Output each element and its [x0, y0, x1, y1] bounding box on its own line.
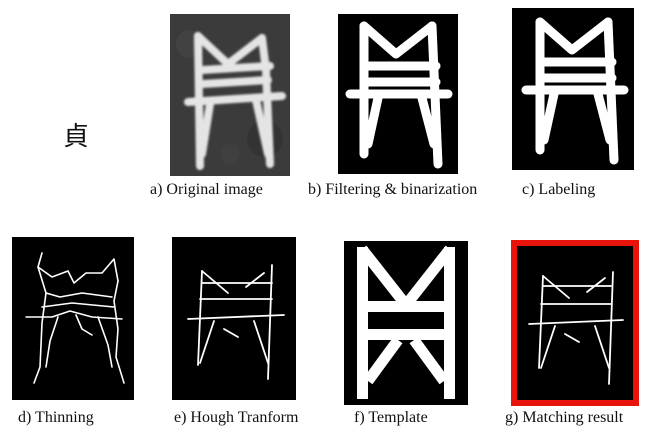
caption-hough: e) Hough Tranform — [174, 409, 299, 426]
template-image — [344, 241, 468, 405]
caption-matching-result: g) Matching result — [505, 409, 624, 426]
original-image-panel — [170, 14, 290, 176]
hough-image — [172, 237, 296, 400]
labeling-panel — [512, 8, 634, 170]
hough-panel — [172, 237, 296, 400]
matching-result-panel — [511, 240, 639, 406]
caption-template: f) Template — [354, 409, 428, 426]
filtered-image — [338, 14, 458, 174]
matching-result-image — [517, 246, 633, 400]
thinning-image — [12, 237, 134, 400]
caption-thinning: d) Thinning — [18, 409, 94, 426]
character-glyph: 貞 — [63, 122, 90, 152]
template-panel — [344, 241, 468, 405]
thinning-panel — [12, 237, 134, 400]
caption-filtered-image: b) Filtering & binarization — [308, 181, 478, 198]
labeling-image — [512, 8, 634, 170]
caption-original-image: a) Original image — [150, 181, 263, 198]
caption-labeling: c) Labeling — [522, 181, 596, 198]
filtered-image-panel — [338, 14, 458, 174]
original-image — [170, 14, 290, 176]
